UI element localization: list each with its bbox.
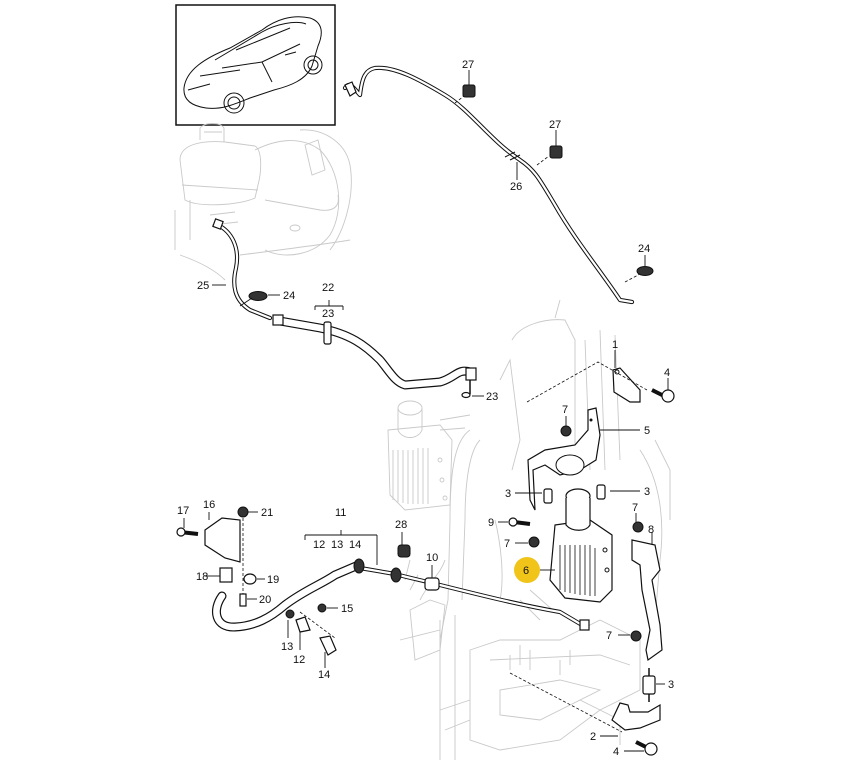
bracket-2 [509, 672, 661, 733]
label-part-19[interactable]: 19 [267, 574, 279, 586]
label-part-6[interactable]: 6 [523, 565, 529, 577]
pump-ghost [387, 400, 453, 511]
label-part-15[interactable]: 15 [341, 603, 353, 615]
clip-27-b [536, 138, 563, 166]
bolt-4-top [651, 388, 675, 403]
bolt-20 [239, 593, 247, 607]
label-part-1[interactable]: 1 [612, 339, 618, 351]
grommet-24-left [239, 291, 268, 307]
label-part-18[interactable]: 18 [196, 571, 208, 583]
label-part-10[interactable]: 10 [426, 552, 438, 564]
mount-3-lower [642, 668, 656, 702]
control-unit-6 [549, 488, 613, 603]
mount-3-left [543, 488, 553, 504]
bracket-1 [526, 361, 648, 403]
label-part-12[interactable]: 12 [293, 654, 305, 666]
bolt-9 [508, 517, 531, 527]
clip-19 [243, 573, 257, 585]
leader-lines [183, 70, 669, 752]
mount-3-right [596, 484, 606, 500]
highlight-marker-6[interactable] [514, 557, 540, 583]
label-part-7[interactable]: 7 [606, 630, 612, 642]
brake-booster-background [174, 123, 352, 281]
label-part-3[interactable]: 3 [505, 488, 511, 500]
bolt-4-bottom [635, 740, 658, 756]
part-labels: 1 4 7 5 3 3 9 7 7 8 6 7 3 2 4 27 27 26 2… [177, 59, 674, 758]
label-part-22[interactable]: 22 [322, 282, 334, 294]
car-illustration [183, 16, 323, 114]
label-part-13[interactable]: 13 [281, 641, 293, 653]
bracket-8 [631, 539, 663, 662]
label-part-28[interactable]: 28 [395, 519, 407, 531]
label-part-23[interactable]: 23 [486, 391, 498, 403]
clip-27-a [454, 78, 476, 104]
label-part-3[interactable]: 3 [644, 486, 650, 498]
label-part-26[interactable]: 26 [510, 181, 522, 193]
label-part-24[interactable]: 24 [283, 290, 295, 302]
label-part-11[interactable]: 11 [335, 507, 346, 519]
label-part-9[interactable]: 9 [488, 517, 494, 529]
nut-7-set [528, 425, 644, 642]
label-part-5[interactable]: 5 [644, 425, 650, 437]
label-part-12[interactable]: 12 [313, 539, 325, 551]
hose-11 [211, 558, 590, 632]
clip-28 [397, 544, 411, 558]
bolt-17 [176, 527, 199, 537]
clamp-12-13-14-15 [285, 603, 337, 656]
label-part-16[interactable]: 16 [203, 499, 215, 511]
label-part-3[interactable]: 3 [668, 679, 674, 691]
hose-25 [212, 218, 273, 321]
label-part-8[interactable]: 8 [648, 524, 654, 536]
label-part-17[interactable]: 17 [177, 505, 189, 517]
label-part-4[interactable]: 4 [664, 367, 670, 379]
grommet-24-right [624, 266, 654, 283]
label-part-25[interactable]: 25 [197, 280, 209, 292]
cover-16 [204, 517, 241, 563]
nut-21 [237, 506, 249, 598]
label-part-24[interactable]: 24 [638, 243, 650, 255]
label-part-7[interactable]: 7 [504, 538, 510, 550]
vehicle-thumbnail [175, 4, 336, 126]
label-part-27[interactable]: 27 [549, 119, 561, 131]
label-part-14[interactable]: 14 [318, 669, 330, 681]
label-part-13[interactable]: 13 [331, 539, 343, 551]
vacuum-line-26 [342, 65, 635, 305]
chassis-background [399, 299, 671, 760]
label-part-2[interactable]: 2 [590, 731, 596, 743]
label-part-21[interactable]: 21 [261, 507, 273, 519]
label-part-7[interactable]: 7 [632, 502, 638, 514]
label-part-20[interactable]: 20 [259, 594, 271, 606]
line-22 [272, 314, 477, 399]
label-part-14[interactable]: 14 [349, 539, 361, 551]
label-part-7[interactable]: 7 [562, 404, 568, 416]
bracket-5 [527, 407, 601, 511]
label-part-23[interactable]: 23 [322, 308, 334, 320]
label-part-27[interactable]: 27 [462, 59, 474, 71]
label-part-4[interactable]: 4 [613, 746, 619, 758]
